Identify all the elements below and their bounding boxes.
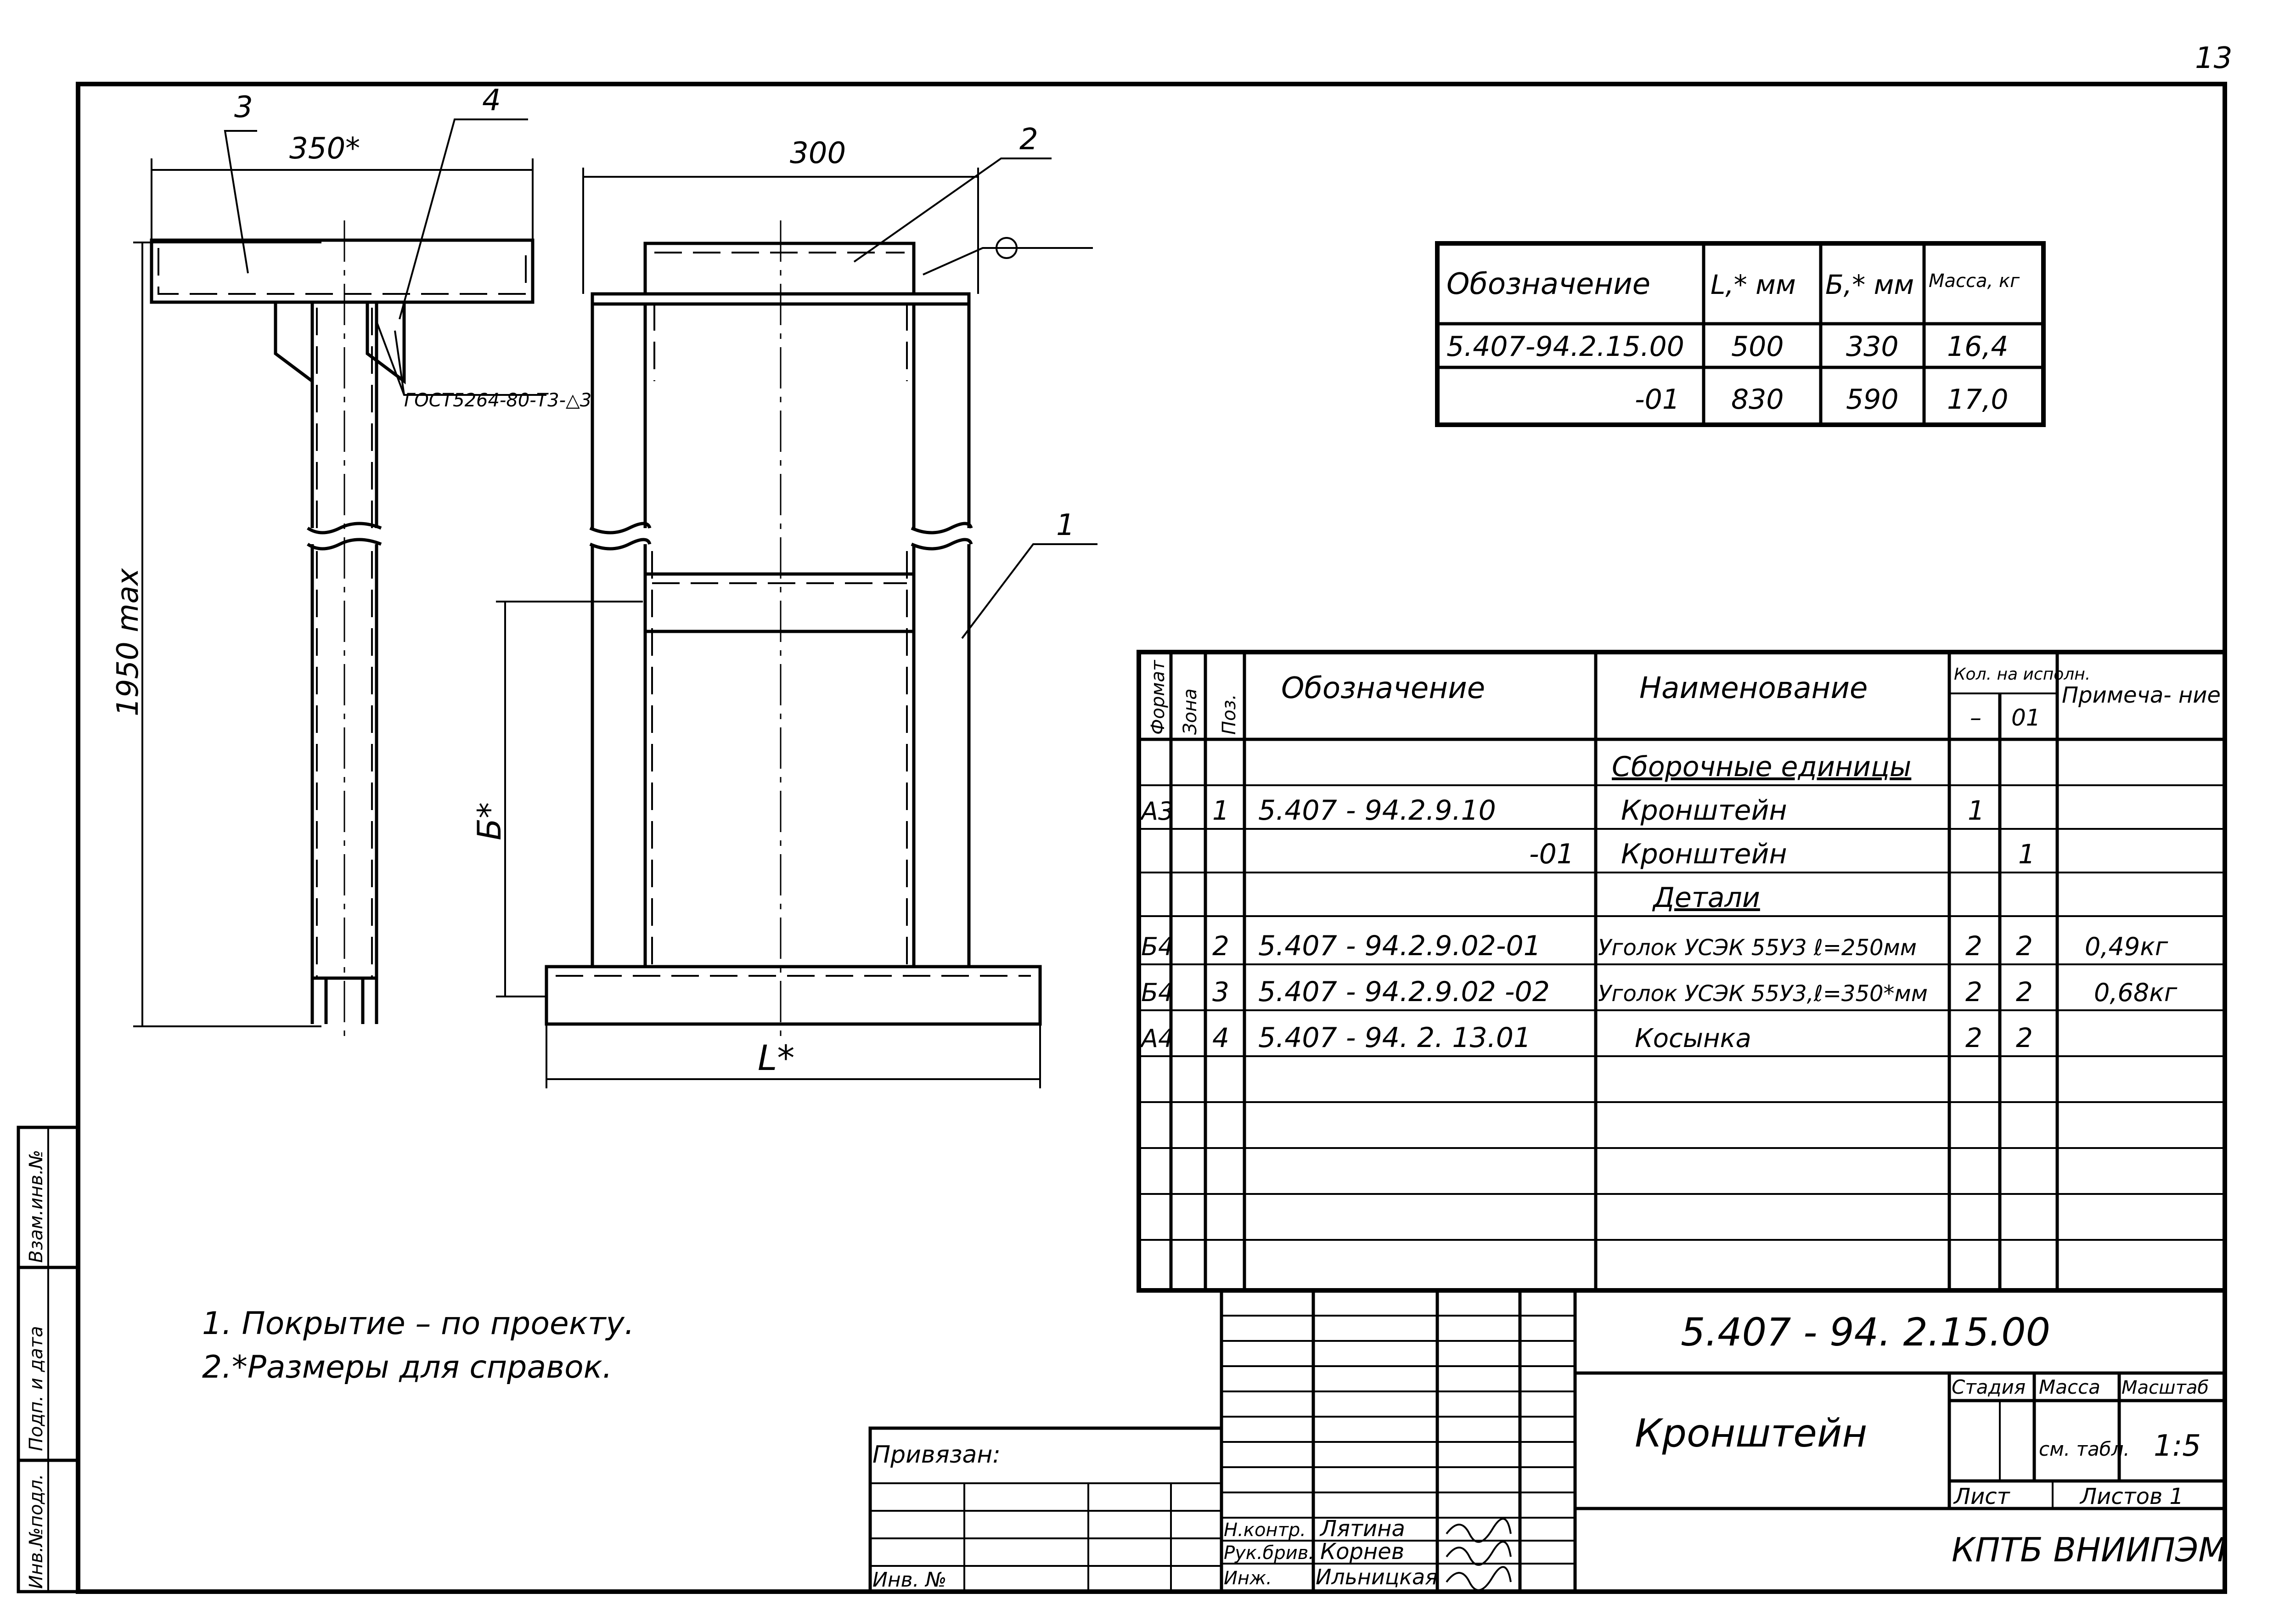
mass-table-cell: 17,0	[1947, 383, 2009, 416]
inv-no-label: Инв. №	[872, 1568, 946, 1592]
mass-table: Обозначение L,* мм Б,* мм Масса, кг 5.40…	[1435, 241, 2046, 427]
mass-table-cell: 16,4	[1947, 331, 2009, 363]
note-2: 2.*Размеры для справок.	[202, 1349, 612, 1385]
spec-cell: Косынка	[1635, 1024, 1751, 1053]
label-pos-4: 4	[482, 84, 501, 118]
spec-cell: 2	[2016, 930, 2033, 962]
spec-cell: 4	[1212, 1022, 1229, 1053]
spec-cell: 5.407 - 94. 2. 13.01	[1258, 1022, 1531, 1054]
spec-cell: 1	[1212, 795, 1229, 826]
spec-cell: 3	[1212, 976, 1229, 1008]
spec-cell: 5.407 - 94.2.9.10	[1258, 794, 1496, 827]
signer-role: Н.контр.	[1224, 1520, 1306, 1541]
signature-scribble	[1446, 1518, 1512, 1543]
spec-cell: Б4	[1141, 932, 1174, 961]
spec-cell: 1	[1968, 795, 1985, 826]
mass-table-header-b: Б,* мм	[1825, 269, 1914, 300]
spec-cell: Уголок УСЭК 55У3 ℓ=250мм	[1598, 935, 1917, 961]
label-pos-1: 1	[1056, 508, 1075, 542]
spec-cell: 0,68кг	[2094, 978, 2178, 1007]
signature-scribble	[1446, 1541, 1512, 1566]
scale-label: Масштаб	[2122, 1377, 2209, 1398]
dim-b: Б*	[471, 802, 508, 840]
spec-cell: А3	[1140, 797, 1174, 826]
attached-label: Привязан:	[872, 1441, 1001, 1469]
spec-header-name: Наименование	[1639, 671, 1868, 705]
spec-section-parts: Детали	[1652, 882, 1760, 914]
stamp-podp-data: Подп. и дата	[26, 1326, 47, 1451]
signer-name: Ильницкая	[1316, 1565, 1438, 1589]
side-view: 350* 3 4 ГОСТ5264-80-Т3-△3 1950 max	[111, 84, 591, 1038]
spec-section-assembly: Сборочные единицы	[1612, 751, 1911, 783]
spec-cell: 0,49кг	[2085, 932, 2168, 961]
spec-cell: Уголок УСЭК 55У3,ℓ=350*мм	[1598, 981, 1928, 1007]
signature-scribble	[1446, 1566, 1512, 1591]
sheet-label: Лист	[1953, 1484, 2011, 1509]
spec-header-zone: Зона	[1180, 688, 1201, 735]
note-1: 1. Покрытие – по проекту.	[202, 1306, 634, 1342]
spec-cell: А4	[1140, 1024, 1174, 1053]
sheets-label: Листов 1	[2079, 1484, 2183, 1509]
notes: 1. Покрытие – по проекту. 2.*Размеры для…	[202, 1306, 634, 1385]
spec-header-qty: Кол. на исполн.	[1954, 665, 2090, 684]
mass-table-cell: 590	[1846, 383, 1899, 416]
spec-cell: 2	[2016, 1022, 2033, 1053]
spec-cell: 5.407 - 94.2.9.02-01	[1258, 930, 1541, 962]
spec-header-designation: Обозначение	[1281, 671, 1485, 705]
mass-table-cell: 330	[1846, 331, 1899, 363]
stage-label: Стадия	[1952, 1376, 2026, 1398]
signer-role: Инж.	[1224, 1568, 1272, 1589]
stamp-inv-podl: Инв.№подл.	[26, 1474, 47, 1589]
mass-table-header-designation: Обозначение	[1446, 267, 1650, 301]
mass-table-cell: -01	[1635, 383, 1680, 416]
spec-header-pos: Поз.	[1219, 694, 1240, 735]
title: Кронштейн	[1635, 1411, 1867, 1456]
front-view: 300 2 1	[471, 123, 1097, 1088]
scale-value: 1:5	[2154, 1429, 2201, 1463]
dim-300: 300	[790, 136, 846, 170]
mass-table-header-l: L,* мм	[1711, 269, 1796, 300]
mass-table-cell: 5.407-94.2.15.00	[1446, 331, 1684, 363]
spec-cell: 2	[1965, 976, 1982, 1008]
weld-note: ГОСТ5264-80-Т3-△3	[404, 390, 591, 411]
dim-350: 350*	[289, 132, 360, 166]
doc-number: 5.407 - 94. 2.15.00	[1681, 1310, 2050, 1355]
spec-cell: 5.407 - 94.2.9.02 -02	[1258, 976, 1550, 1008]
mass-table-cell: 500	[1731, 331, 1784, 363]
label-pos-3: 3	[234, 90, 253, 124]
spec-header-qty-01: 01	[2011, 704, 2041, 731]
spec-cell: 2	[1965, 1022, 1982, 1053]
mass-table-cell: 830	[1731, 383, 1784, 416]
signer-role: Рук.брив.	[1224, 1542, 1314, 1564]
spec-cell: 2	[1965, 930, 1982, 962]
spec-cell: 2	[2016, 976, 2033, 1008]
mass-value: см. табл.	[2039, 1438, 2130, 1460]
mass-table-header-mass: Масса, кг	[1929, 270, 2020, 292]
organization: КПТБ ВНИИПЭМ	[1952, 1531, 2227, 1569]
dim-l: L*	[758, 1037, 794, 1078]
signer-name: Корнев	[1320, 1539, 1404, 1565]
dim-1950: 1950 max	[111, 568, 145, 716]
spec-header-note: Примеча- ние	[2062, 682, 2221, 708]
side-stamp: Инв.№подл. Подп. и дата Взам.инв.№	[17, 1126, 80, 1593]
signer-name: Лятина	[1319, 1516, 1405, 1542]
spec-cell: Кронштейн	[1621, 794, 1787, 827]
spec-cell: Кронштейн	[1621, 838, 1787, 870]
stamp-vzam-inv: Взам.инв.№	[26, 1150, 47, 1263]
spec-header-format: Формат	[1148, 659, 1169, 735]
spec-cell: 1	[2018, 839, 2035, 870]
spec-header-qty-dash: –	[1970, 704, 1981, 731]
spec-cell: 2	[1212, 930, 1229, 962]
title-block: Н.контр. Лятина Рук.брив. Корнев Инж. Ил…	[868, 1289, 2227, 1593]
label-pos-2: 2	[1019, 123, 1038, 157]
spec-table: Формат Зона Поз. Обозначение Наименовани…	[1137, 650, 2227, 1293]
mass-label: Масса	[2039, 1376, 2100, 1398]
spec-cell: Б4	[1141, 978, 1174, 1007]
page-number: 13	[2195, 41, 2232, 75]
spec-cell: -01	[1529, 838, 1574, 870]
